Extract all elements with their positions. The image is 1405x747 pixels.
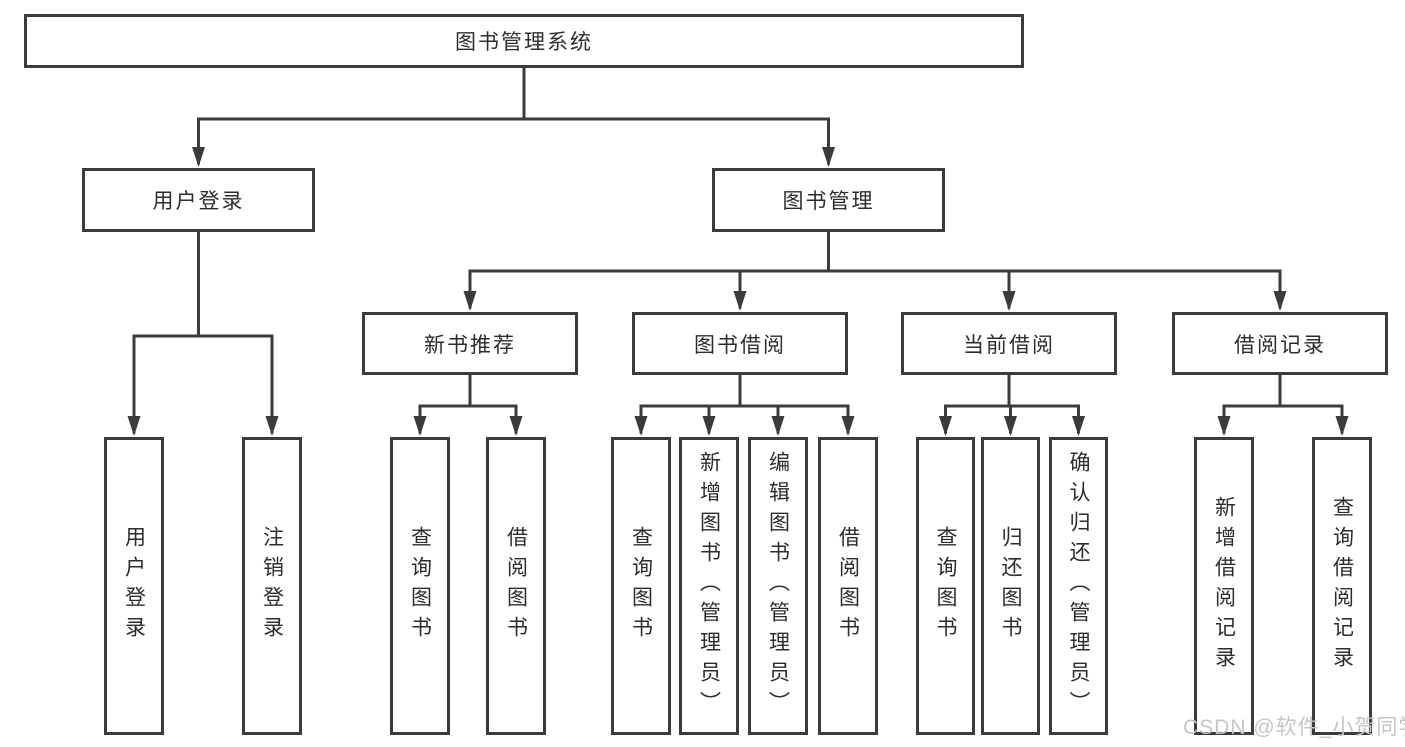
node-leaf-query-book-borrow: 查询图书 (611, 437, 671, 735)
node-book-borrowing: 图书借阅 (632, 312, 848, 375)
node-leaf-user-login: 用户登录 (104, 437, 164, 735)
node-label: 编辑图书（管理员） (766, 451, 790, 721)
node-leaf-query-book-new: 查询图书 (390, 437, 450, 735)
node-borrowing-records: 借阅记录 (1172, 312, 1388, 375)
node-label: 图书管理 (782, 190, 875, 213)
node-leaf-query-borrow-record: 查询借阅记录 (1312, 437, 1372, 735)
node-label: 新增图书（管理员） (697, 451, 721, 721)
node-leaf-borrow-book-new: 借阅图书 (486, 437, 546, 735)
node-label: 图书管理系统 (455, 31, 593, 54)
node-label: 新增借阅记录 (1212, 496, 1236, 676)
node-label: 当前借阅 (963, 333, 1055, 357)
node-root: 图书管理系统 (24, 14, 1024, 68)
node-label: 用户登录 (122, 526, 146, 646)
node-current-borrowing: 当前借阅 (901, 312, 1117, 375)
node-leaf-query-book-current: 查询图书 (916, 437, 975, 735)
node-leaf-logout: 注销登录 (242, 437, 302, 735)
node-label: 借阅记录 (1234, 333, 1326, 357)
node-label: 查询图书 (934, 526, 957, 646)
node-leaf-add-borrow-record: 新增借阅记录 (1194, 437, 1254, 735)
node-book-management: 图书管理 (712, 168, 945, 232)
node-user-login: 用户登录 (82, 168, 315, 232)
node-leaf-borrow-book: 借阅图书 (818, 437, 878, 735)
node-label: 查询图书 (629, 526, 653, 646)
node-label: 借阅图书 (836, 526, 860, 646)
node-label: 查询借阅记录 (1330, 496, 1354, 676)
node-leaf-edit-book: 编辑图书（管理员） (748, 437, 808, 735)
node-label: 新书推荐 (424, 333, 516, 357)
node-label: 归还图书 (999, 526, 1022, 646)
node-new-book-recommend: 新书推荐 (362, 312, 578, 375)
node-leaf-return-book: 归还图书 (981, 437, 1040, 735)
node-label: 用户登录 (152, 190, 245, 213)
node-label: 借阅图书 (504, 526, 528, 646)
node-label: 确认归还（管理员） (1067, 451, 1090, 721)
node-leaf-add-book: 新增图书（管理员） (679, 437, 739, 735)
node-leaf-confirm-return: 确认归还（管理员） (1049, 437, 1108, 735)
watermark: CSDN @软件_小贺同学 (1183, 716, 1405, 739)
node-label: 查询图书 (408, 526, 432, 646)
node-label: 注销登录 (260, 526, 284, 646)
node-label: 图书借阅 (694, 333, 786, 357)
